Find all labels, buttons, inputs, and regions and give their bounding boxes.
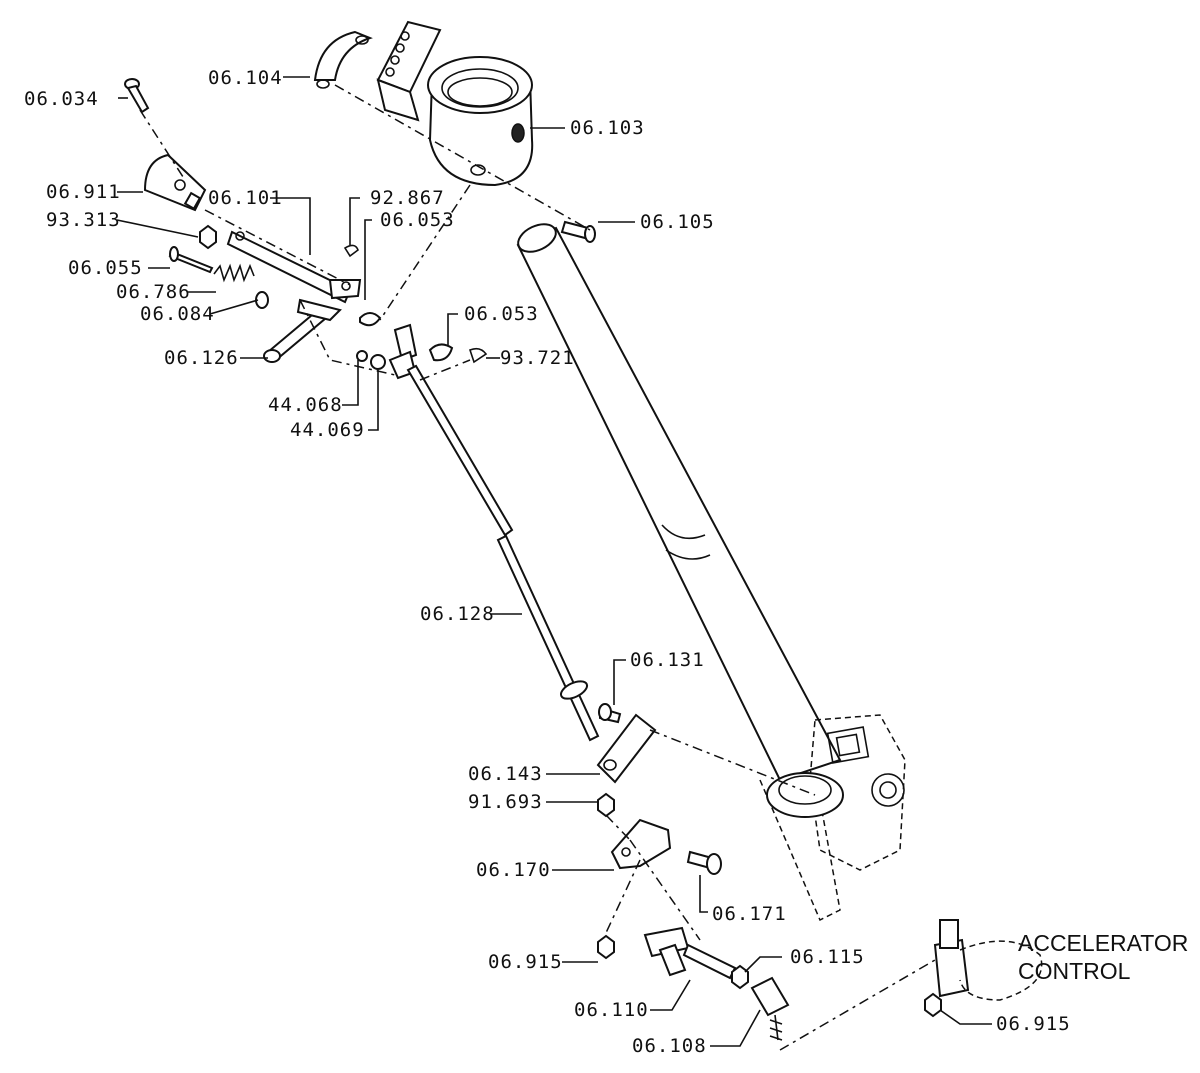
label-44069: 44.069 xyxy=(290,419,365,441)
label-06084: 06.084 xyxy=(140,303,215,325)
bracket-06143 xyxy=(596,703,657,784)
accelerator-bracket xyxy=(924,919,1043,1018)
label-06126: 06.126 xyxy=(164,347,239,369)
label-06128: 06.128 xyxy=(420,603,495,625)
label-92867: 92.867 xyxy=(370,187,445,209)
label-06911: 06.911 xyxy=(46,181,121,203)
alignment-lines xyxy=(139,84,936,1051)
label-06104: 06.104 xyxy=(208,67,283,89)
pin-spring-washer xyxy=(168,246,269,309)
link-assembly xyxy=(296,298,488,380)
bracket-06911 xyxy=(143,153,207,212)
ball-joint-assembly xyxy=(643,926,790,1041)
pin-06126 xyxy=(263,308,328,363)
label-06170: 06.170 xyxy=(476,859,551,881)
label-06053-lower: 06.053 xyxy=(464,303,539,325)
label-44068: 44.068 xyxy=(268,394,343,416)
clip-92867 xyxy=(343,244,359,258)
lever-06101 xyxy=(226,230,362,304)
nut-93313 xyxy=(199,224,217,250)
label-93313: 93.313 xyxy=(46,209,121,231)
screw-06034 xyxy=(124,78,150,114)
label-06103: 06.103 xyxy=(570,117,645,139)
bolt-06105 xyxy=(560,220,596,243)
label-06034: 06.034 xyxy=(24,88,99,110)
label-06053-upper: 06.053 xyxy=(380,209,455,231)
label-06171: 06.171 xyxy=(712,903,787,925)
leader-lines xyxy=(116,76,992,1047)
upper-housing xyxy=(376,20,534,187)
accelerator-control-line2: CONTROL xyxy=(1018,958,1131,984)
label-06143: 06.143 xyxy=(468,763,543,785)
label-91693: 91.693 xyxy=(468,791,543,813)
label-06786: 06.786 xyxy=(116,281,191,303)
label-06055: 06.055 xyxy=(68,257,143,279)
clamp-half xyxy=(313,30,373,89)
label-06108: 06.108 xyxy=(632,1035,707,1057)
label-06101: 06.101 xyxy=(208,187,283,209)
label-06115: 06.115 xyxy=(790,946,865,968)
nut-91693 xyxy=(597,792,615,818)
rod-06128 xyxy=(406,364,600,742)
label-93721: 93.721 xyxy=(500,347,575,369)
label-06110: 06.110 xyxy=(574,999,649,1021)
steering-column-tube xyxy=(516,223,842,922)
clamp-06170 xyxy=(610,818,722,875)
nut-06915-left xyxy=(597,934,615,960)
accelerator-control-line1: ACCELERATOR xyxy=(1018,930,1189,956)
label-06915-left: 06.915 xyxy=(488,951,563,973)
label-06131: 06.131 xyxy=(630,649,705,671)
label-06915-right: 06.915 xyxy=(996,1013,1071,1035)
label-06105: 06.105 xyxy=(640,211,715,233)
